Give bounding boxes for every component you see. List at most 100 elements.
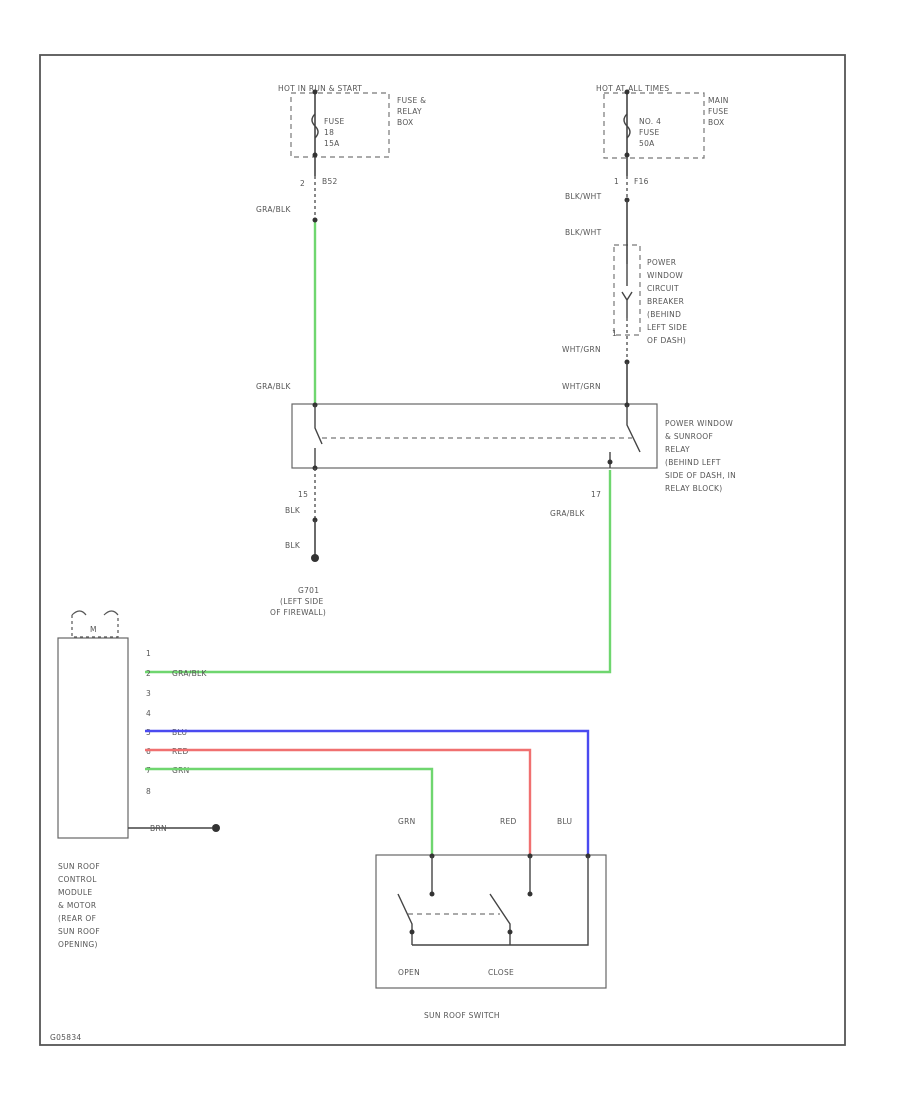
wht-grn-label-1: WHT/GRN (562, 345, 601, 354)
ground-label-2: (LEFT SIDE (280, 597, 323, 606)
fuse-right-label-3: 50A (639, 139, 655, 148)
ground-g701-symbol (311, 554, 319, 562)
breaker-label-3: CIRCUIT (647, 284, 679, 293)
relay-label-5: SIDE OF DASH, IN (665, 471, 736, 480)
breaker-label-6: LEFT SIDE (647, 323, 687, 332)
main-fuse-box-label-2: FUSE (708, 107, 729, 116)
fuse-left-symbol (311, 113, 319, 139)
ground-label-3: OF FIREWALL) (270, 608, 326, 617)
relay-label-3: RELAY (665, 445, 690, 454)
switch-contact-2 (527, 891, 533, 897)
module-pin-2: 2 (146, 669, 151, 678)
fuse-right-bottom-dot (624, 152, 630, 158)
module-wire-gra-blk-label: GRA/BLK (172, 669, 208, 678)
breaker-label-5: (BEHIND (647, 310, 681, 319)
fuse-left-bottom-dot (312, 152, 318, 158)
wire-blu (145, 729, 590, 855)
fuse-right-label-2: FUSE (639, 128, 660, 137)
motor-symbol-bracket (71, 615, 119, 638)
relay-label-2: & SUNROOF (665, 432, 713, 441)
pin-breaker-label: 1 (612, 329, 617, 338)
module-pin-7: 7 (146, 766, 151, 775)
switch-contact-4 (507, 929, 513, 935)
module-pin-1: 1 (146, 649, 151, 658)
main-fuse-box-label-1: MAIN (708, 96, 729, 105)
switch-contact-3 (409, 929, 415, 935)
blk-label-1: BLK (285, 506, 301, 515)
relay-label-4: (BEHIND LEFT (665, 458, 721, 467)
gra-blk-label-1: GRA/BLK (256, 205, 292, 214)
module-label-3: MODULE (58, 888, 92, 897)
breaker-label-4: BREAKER (647, 297, 684, 306)
sunroof-control-module-box (57, 637, 129, 839)
breaker-element (621, 264, 633, 318)
pin-b2-label: 2 (300, 179, 305, 188)
wire-grn (145, 767, 434, 855)
fuse-right-top-dot (624, 89, 630, 95)
module-label-5: (REAR OF (58, 914, 96, 923)
fuse-left-label-1: FUSE (324, 117, 345, 126)
blk-label-2: BLK (285, 541, 301, 550)
fuse-relay-box-left-label-2: RELAY (397, 107, 422, 116)
motor-symbol-label: M (90, 625, 97, 634)
fuse-right-label-1: NO. 4 (639, 117, 661, 126)
wht-grn-label-2: WHT/GRN (562, 382, 601, 391)
switch-internal-blu (510, 856, 589, 946)
module-pin-4: 4 (146, 709, 151, 718)
gra-blk-label-2: GRA/BLK (256, 382, 292, 391)
fuse-relay-box-left (290, 92, 390, 158)
relay-contact-right (609, 405, 641, 468)
switch-close-blade (489, 893, 511, 945)
motor-symbol-arc (71, 610, 119, 616)
module-label-2: CONTROL (58, 875, 97, 884)
relay-label-6: RELAY BLOCK) (665, 484, 722, 493)
wire-gra-blk-to-module (145, 470, 612, 674)
relay-label-1: POWER WINDOW (665, 419, 733, 428)
diagram-frame (39, 54, 846, 1046)
module-ground-wire-label: BRN (150, 824, 167, 833)
sunroof-relay-box (291, 403, 658, 469)
breaker-label-2: WINDOW (647, 271, 683, 280)
module-pin-5: 5 (146, 728, 151, 737)
blk-wht-label-2: BLK/WHT (565, 228, 602, 237)
wire-gra-blk-dot-1 (312, 217, 318, 223)
top-left-source-label: HOT IN RUN & START (278, 84, 362, 93)
switch-close-label: CLOSE (488, 968, 514, 977)
switch-label: SUN ROOF SWITCH (424, 1011, 500, 1020)
figure-code: G05834 (50, 1033, 81, 1042)
fuse-left-label-3: 15A (324, 139, 340, 148)
module-label-1: SUN ROOF (58, 862, 100, 871)
switch-blu-label: BLU (557, 817, 572, 826)
pin-relay-right-label: 17 (591, 490, 601, 499)
ground-label-1: G701 (298, 586, 319, 595)
fuse-left-label-2: 18 (324, 128, 334, 137)
fuse-relay-box-left-label-3: BOX (397, 118, 413, 127)
breaker-label-7: OF DASH) (647, 336, 686, 345)
module-label-7: OPENING) (58, 940, 98, 949)
module-wire-red-label: RED (172, 747, 189, 756)
top-right-source-label: HOT AT ALL TIMES (596, 84, 669, 93)
fuse-right-symbol (623, 113, 631, 139)
conn-b2-label: B52 (322, 177, 338, 186)
fuse-left-top-dot (312, 89, 318, 95)
breaker-label-1: POWER (647, 258, 676, 267)
switch-red-label: RED (500, 817, 517, 826)
module-wire-grn-label: GRN (172, 766, 190, 775)
pin-f1-label: 1 (614, 177, 619, 186)
module-label-4: & MOTOR (58, 901, 96, 910)
blk-wht-label-1: BLK/WHT (565, 192, 602, 201)
sunroof-switch-box (375, 854, 607, 989)
module-wire-blu-label: BLU (172, 728, 187, 737)
conn-f1-label: F16 (634, 177, 649, 186)
relay-contact-left (314, 405, 323, 468)
switch-grn-label: GRN (398, 817, 416, 826)
module-pin-3: 3 (146, 689, 151, 698)
wire-red (145, 748, 532, 855)
switch-contact-1 (429, 891, 435, 897)
relay-pin-bottom-right (607, 459, 613, 465)
module-pin-6: 6 (146, 747, 151, 756)
gra-blk-label-3: GRA/BLK (550, 509, 586, 518)
switch-open-blade (397, 893, 413, 945)
module-label-6: SUN ROOF (58, 927, 100, 936)
